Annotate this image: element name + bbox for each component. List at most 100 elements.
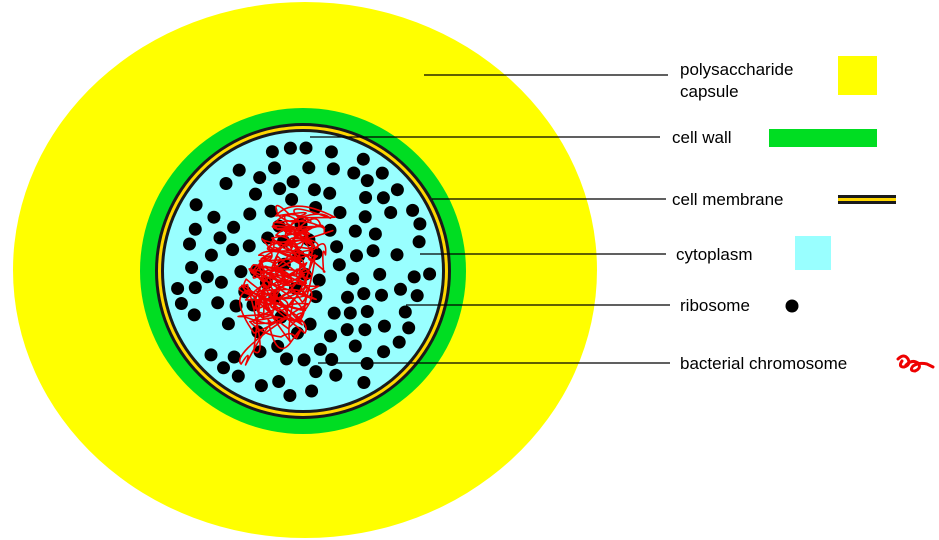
ribosome [384, 206, 397, 219]
cell-membrane-label: cell membrane [672, 190, 784, 209]
ribosome [234, 265, 247, 278]
ribosome [190, 198, 203, 211]
capsule-label-line-1: polysaccharide [680, 60, 793, 79]
cytoplasm-label: cytoplasm [676, 245, 753, 264]
ribosome [302, 161, 315, 174]
ribosome [413, 217, 426, 230]
ribosome [408, 270, 421, 283]
ribosome [349, 340, 362, 353]
ribosome [305, 385, 318, 398]
ribosome [243, 239, 256, 252]
ribosome [367, 244, 380, 257]
ribosome [233, 164, 246, 177]
ribosome [220, 177, 233, 190]
ribosome [287, 175, 300, 188]
ribosome [308, 183, 321, 196]
ribosome [376, 167, 389, 180]
ribosome-label: ribosome [680, 296, 750, 315]
ribosome [228, 351, 241, 364]
ribosome [171, 282, 184, 295]
capsule-swatch [838, 56, 877, 95]
ribosome [394, 283, 407, 296]
legend: polysaccharide capsule cell wall cell me… [672, 56, 933, 373]
ribosome [330, 240, 343, 253]
cell-membrane-swatch [838, 195, 896, 204]
cell-wall-swatch [769, 129, 877, 147]
ribosome [369, 228, 382, 241]
ribosome [249, 188, 262, 201]
ribosome [350, 249, 363, 262]
ribosome [217, 361, 230, 374]
ribosome [243, 208, 256, 221]
ribosome [313, 274, 326, 287]
ribosome [341, 291, 354, 304]
ribosome [324, 224, 337, 237]
ribosome [205, 348, 218, 361]
ribosome [253, 171, 266, 184]
ribosome [268, 161, 281, 174]
ribosome [329, 369, 342, 382]
ribosome [283, 389, 296, 402]
ribosome [323, 187, 336, 200]
ribosome [333, 258, 346, 271]
cell-wall-label: cell wall [672, 128, 732, 147]
ribosome [373, 268, 386, 281]
ribosome [359, 210, 372, 223]
ribosome [325, 353, 338, 366]
ribosome [423, 268, 436, 281]
ribosome [188, 308, 201, 321]
ribosome [255, 379, 268, 392]
ribosome [324, 330, 337, 343]
cell-drawing [13, 2, 597, 538]
ribosome [349, 225, 362, 238]
ribosome [327, 162, 340, 175]
ribosome [314, 343, 327, 356]
ribosome [375, 289, 388, 302]
ribosome [211, 296, 224, 309]
ribosome [341, 323, 354, 336]
ribosome [361, 174, 374, 187]
ribosome [357, 376, 370, 389]
ribosome-swatch [786, 300, 799, 313]
ribosome [215, 276, 228, 289]
ribosome [309, 365, 322, 378]
ribosome [346, 272, 359, 285]
ribosome [406, 204, 419, 217]
ribosome [377, 345, 390, 358]
ribosome [227, 221, 240, 234]
ribosome [377, 191, 390, 204]
ribosome [266, 145, 279, 158]
ribosome [232, 370, 245, 383]
ribosome [189, 223, 202, 236]
ribosome [185, 261, 198, 274]
ribosome [272, 375, 285, 388]
ribosome [280, 352, 293, 365]
ribosome [357, 153, 370, 166]
ribosome [284, 142, 297, 155]
chromosome-swatch [898, 356, 933, 371]
capsule-label-line-2: capsule [680, 82, 739, 101]
ribosome [391, 248, 404, 261]
ribosome [207, 211, 220, 224]
ribosome [391, 183, 404, 196]
ribosome [411, 289, 424, 302]
ribosome [273, 182, 286, 195]
ribosome [399, 306, 412, 319]
ribosome [222, 317, 235, 330]
ribosome [378, 320, 391, 333]
ribosome [226, 243, 239, 256]
ribosome [205, 249, 218, 262]
ribosome [285, 193, 298, 206]
ribosome [183, 238, 196, 251]
ribosome [357, 287, 370, 300]
ribosome [393, 336, 406, 349]
ribosome [361, 305, 374, 318]
ribosome [300, 142, 313, 155]
ribosome [359, 191, 372, 204]
ribosome [175, 297, 188, 310]
chromosome-label: bacterial chromosome [680, 354, 847, 373]
ribosome [358, 323, 371, 336]
ribosome [214, 231, 227, 244]
ribosome [298, 353, 311, 366]
